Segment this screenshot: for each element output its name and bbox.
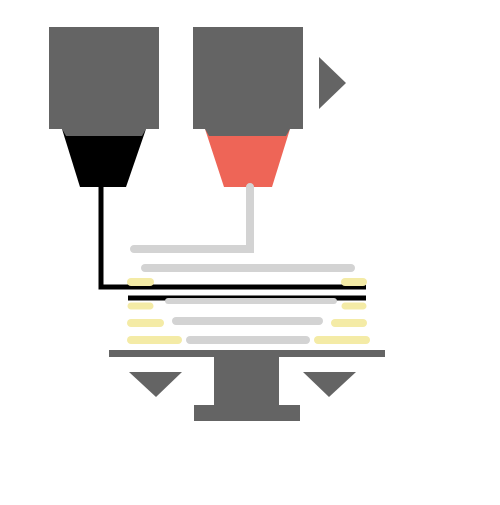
left-nozzle xyxy=(62,129,146,187)
filament-path-primary xyxy=(98,187,366,290)
left-nozzle-tip xyxy=(62,129,146,136)
bed-stem xyxy=(214,357,279,405)
right-nozzle-tip xyxy=(205,129,290,136)
printed-object xyxy=(127,264,370,344)
bed-surface xyxy=(109,350,385,357)
left-extruder xyxy=(49,27,159,187)
build-plate xyxy=(109,350,385,421)
left-extruder-body xyxy=(49,27,159,129)
right-extruder xyxy=(193,27,303,187)
bed-base xyxy=(194,405,300,421)
triangle-down-icon xyxy=(303,372,356,397)
triangle-down-icon xyxy=(129,372,182,397)
right-extruder-body xyxy=(193,27,303,129)
filament-path-secondary xyxy=(130,183,254,253)
right-nozzle xyxy=(205,129,290,187)
triangle-right-icon xyxy=(319,57,346,109)
